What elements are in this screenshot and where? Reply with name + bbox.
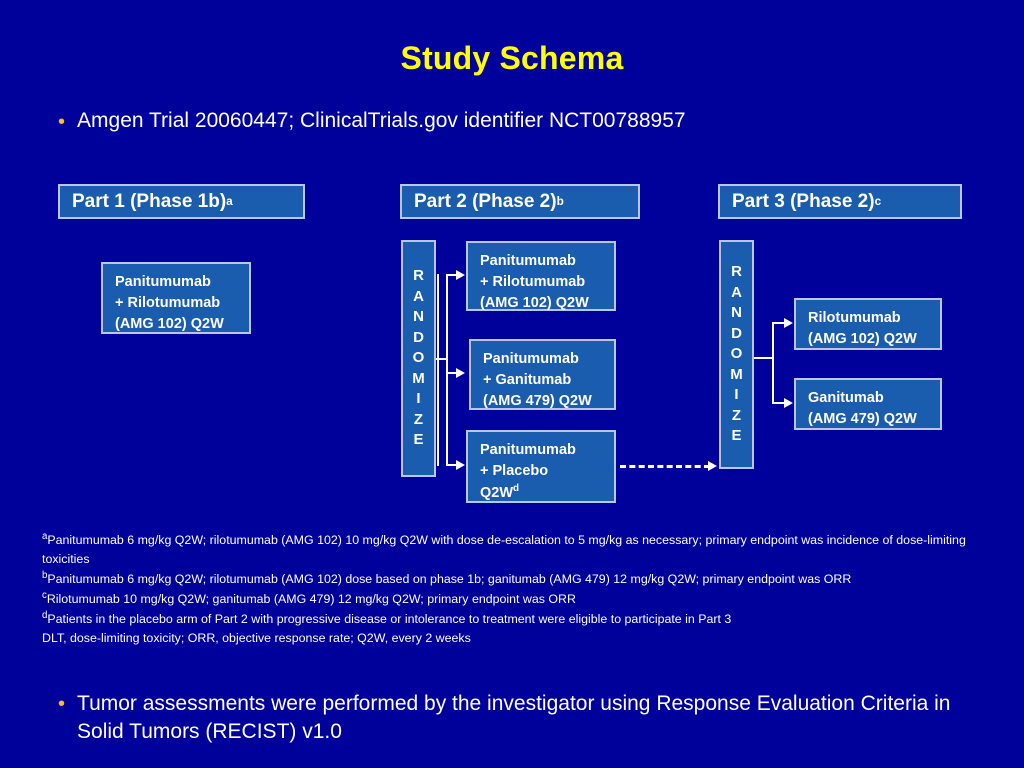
bottom-bullet-row: • Tumor assessments were performed by th… xyxy=(58,690,958,747)
bullet-dot-icon: • xyxy=(58,111,66,133)
footnote-a-text: Panitumumab 6 mg/kg Q2W; rilotumumab (AM… xyxy=(42,533,966,566)
footnote-a: aPanitumumab 6 mg/kg Q2W; rilotumumab (A… xyxy=(42,530,1002,569)
part-3-connector-stub xyxy=(754,357,774,359)
abbreviations-line: DLT, dose-limiting toxicity; ORR, object… xyxy=(42,630,471,645)
part-3-randomize-letter-z: Z xyxy=(731,406,742,424)
bottom-bullet-text: Tumor assessments were performed by the … xyxy=(77,692,951,744)
part-3-randomize-letter-m: M xyxy=(730,365,743,383)
part-2-branch-riser xyxy=(446,274,448,466)
part-2-branch-arm-3-line xyxy=(446,464,458,466)
part-1-arm-box: Panitumumab + Rilotumumab (AMG 102) Q2W xyxy=(101,262,251,334)
part-1-header-superscript: a xyxy=(226,195,233,208)
part-2-arm-1-line-1: Panitumumab xyxy=(480,253,576,269)
part-3-randomize-letter-o: O xyxy=(730,345,743,363)
part-2-randomize-letter-d: D xyxy=(413,328,424,346)
footnote-c-marker: c xyxy=(42,589,47,601)
part-2-arm-3-line-2: + Placebo xyxy=(480,463,549,480)
footnote-d-text: Patients in the placebo arm of Part 2 wi… xyxy=(47,611,732,626)
part-2-randomize-letter-o: O xyxy=(412,349,425,367)
crossover-dashed-line xyxy=(620,465,710,468)
crossover-arrowhead xyxy=(708,461,717,471)
part-2-randomize-letter-i: I xyxy=(416,390,421,408)
footnote-b: bPanitumumab 6 mg/kg Q2W; rilotumumab (A… xyxy=(42,569,1002,589)
part-2-arm-1-line-3: (AMG 102) Q2W xyxy=(480,295,589,312)
part-3-arm-2-line-1: Ganitumab xyxy=(808,390,884,406)
part-1-arm-line-2: + Rilotumumab xyxy=(115,295,221,312)
footnote-b-text: Panitumumab 6 mg/kg Q2W; rilotumumab (AM… xyxy=(47,571,852,586)
part-1-header-label: Part 1 (Phase 1b) xyxy=(72,190,227,212)
part-2-randomize-letter-e: E xyxy=(413,431,424,449)
part-1-header: Part 1 (Phase 1b)a xyxy=(58,184,305,219)
part-2-randomize-letter-a: A xyxy=(413,287,424,305)
part-2-arm-box-2: Panitumumab + Ganitumab (AMG 479) Q2W xyxy=(469,339,616,410)
part-2-header-label: Part 2 (Phase 2) xyxy=(414,190,557,212)
part-3-branch-arm-1-line xyxy=(772,322,786,324)
bullet-dot-icon: • xyxy=(58,693,66,715)
part-3-header-label: Part 3 (Phase 2) xyxy=(732,190,875,212)
part-2-arm-2-line-1: Panitumumab xyxy=(483,351,579,367)
part-2-arm-3-superscript: d xyxy=(513,483,520,495)
part-2-randomize-letter-n: N xyxy=(413,308,424,326)
footnotes-block: aPanitumumab 6 mg/kg Q2W; rilotumumab (A… xyxy=(42,530,1002,648)
part-2-arm-2-line-3: (AMG 479) Q2W xyxy=(483,393,592,410)
part-3-header: Part 3 (Phase 2)c xyxy=(718,184,962,219)
footnote-a-marker: a xyxy=(42,531,48,542)
part-3-branch-arm-2-line xyxy=(772,402,786,404)
top-bullet-text: Amgen Trial 20060447; ClinicalTrials.gov… xyxy=(77,109,686,132)
page-title: Study Schema xyxy=(400,40,624,76)
part-2-arm-3-line-3: Q2Wd xyxy=(480,482,604,504)
top-bullet-row: • Amgen Trial 20060447; ClinicalTrials.g… xyxy=(58,108,988,134)
part-3-branch-arm-2-arrowhead xyxy=(784,398,793,408)
part-2-randomize-letter-m: M xyxy=(412,369,425,387)
part-2-arm-box-1: Panitumumab + Rilotumumab (AMG 102) Q2W xyxy=(466,241,616,311)
part-3-branch-arm-1-arrowhead xyxy=(784,318,793,328)
part-2-randomize-letter-r: R xyxy=(413,267,424,285)
part-3-randomize-letter-a: A xyxy=(731,283,742,301)
part-2-branch-arm-1-arrowhead xyxy=(456,270,465,280)
part-3-randomize-letter-n: N xyxy=(731,304,742,322)
part-3-arm-box-2: Ganitumab (AMG 479) Q2W xyxy=(794,378,942,430)
part-2-arm-2-line-2: + Ganitumab xyxy=(483,372,572,389)
footnote-d-marker: d xyxy=(42,609,48,621)
part-3-header-superscript: c xyxy=(874,195,882,208)
part-2-connector-stub xyxy=(436,358,446,360)
part-3-randomize-letter-i: I xyxy=(734,386,739,404)
part-2-randomize-box: R A N D O M I Z E xyxy=(401,240,436,477)
footnote-d: dPatients in the placebo arm of Part 2 w… xyxy=(42,609,1002,629)
part-3-randomize-letter-r: R xyxy=(731,263,742,281)
part-2-arm-box-3: Panitumumab + Placebo Q2Wd xyxy=(466,430,616,503)
part-2-branch-arm-3-arrowhead xyxy=(456,460,465,470)
part-3-arm-1-line-1: Rilotumumab xyxy=(808,310,901,326)
part-3-arm-1-line-2: (AMG 102) Q2W xyxy=(808,331,917,348)
part-2-branch-arm-2-line xyxy=(446,372,458,374)
part-2-arm-1-line-2: + Rilotumumab xyxy=(480,274,586,291)
part-3-randomize-box: R A N D O M I Z E xyxy=(719,240,754,469)
part-2-header-superscript: b xyxy=(556,195,564,208)
part-3-randomize-letter-e: E xyxy=(731,427,742,445)
part-3-arm-2-line-2: (AMG 479) Q2W xyxy=(808,411,917,428)
footnote-c: cRilotumumab 10 mg/kg Q2W; ganitumab (AM… xyxy=(42,589,1002,609)
part-2-randomize-letter-z: Z xyxy=(413,410,424,428)
part-2-connector-trunk xyxy=(437,274,439,466)
footnote-c-text: Rilotumumab 10 mg/kg Q2W; ganitumab (AMG… xyxy=(46,591,576,606)
part-2-header: Part 2 (Phase 2)b xyxy=(400,184,640,219)
part-2-branch-arm-1-line xyxy=(446,274,458,276)
part-2-arm-3-line-3-text: Q2W xyxy=(480,484,514,501)
part-2-arm-3-line-1: Panitumumab xyxy=(480,442,576,458)
part-3-branch-riser xyxy=(772,322,774,404)
part-1-arm-line-1: Panitumumab xyxy=(115,274,211,290)
part-3-arm-box-1: Rilotumumab (AMG 102) Q2W xyxy=(794,298,942,350)
part-1-arm-line-3: (AMG 102) Q2W xyxy=(115,316,224,333)
footnote-b-marker: b xyxy=(42,569,48,581)
part-2-branch-arm-2-arrowhead xyxy=(456,368,465,378)
part-3-randomize-letter-d: D xyxy=(731,324,742,342)
